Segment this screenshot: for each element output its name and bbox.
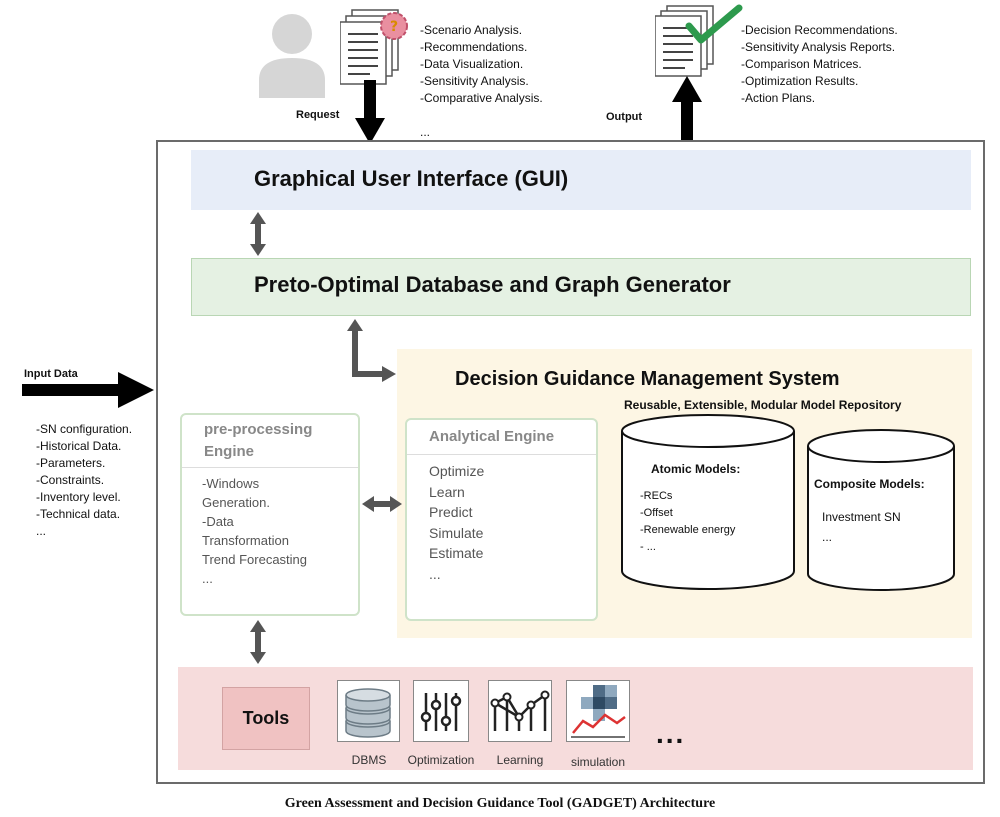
model-repository-title: Reusable, Extensible, Modular Model Repo… [624,398,902,412]
output-arrow [672,76,702,140]
gui-db-connector-arrow [250,212,266,256]
analytical-engine-title: Analytical Engine [407,420,596,455]
tools-more: ... [656,718,686,749]
request-document-icon: ? [340,9,408,85]
dgms-title: Decision Guidance Management System [455,368,840,390]
user-icon [259,14,325,98]
analytical-engine-items: Optimize Learn Predict Simulate Estimate… [429,463,485,582]
engine-tools-connector-arrow [250,620,266,664]
figure-caption: Green Assessment and Decision Guidance T… [284,796,716,811]
tools-label: Tools [222,687,310,750]
composite-models-items: Investment SN ... [822,510,901,544]
preprocessing-analytical-connector-arrow [362,496,402,512]
request-items: -Scenario Analysis. -Recommendations. -D… [420,23,543,139]
gui-layer [191,150,971,210]
input-items: -SN configuration. -Historical Data. -Pa… [36,422,133,538]
tool-label-simulation: simulation [570,755,626,769]
sliders-icon [413,680,469,742]
database-icon [337,680,400,742]
database-title: Preto-Optimal Database and Graph Generat… [254,272,731,297]
input-arrow [22,372,154,408]
composite-models-title: Composite Models: [814,477,925,491]
atomic-models-items: -RECs -Offset -Renewable energy - ... [640,490,736,553]
database-layer [191,258,971,316]
svg-text:?: ? [390,19,398,35]
output-label: Output [606,111,643,123]
preprocessing-engine-title: pre-processing Engine [182,415,358,468]
gui-title: Graphical User Interface (GUI) [254,166,569,191]
request-label: Request [296,109,340,121]
simulation-icon [566,680,630,742]
tool-label-learning: Learning [496,753,544,767]
db-dgms-connector-arrow [347,319,396,382]
tool-label-optimization: Optimization [407,753,475,767]
analytical-engine: Analytical Engine Optimize Learn Predict… [405,418,598,621]
atomic-models-title: Atomic Models: [651,462,741,476]
output-document-icon [655,4,743,77]
input-label: Input Data [24,368,78,380]
preprocessing-engine-items: -Windows Generation. -Data Transformatio… [202,476,308,586]
request-arrow [355,80,385,144]
atomic-models-cylinder [621,414,795,590]
preprocessing-engine: pre-processing Engine -Windows Generatio… [180,413,360,616]
composite-models-cylinder [807,429,955,591]
output-items: -Decision Recommendations. -Sensitivity … [741,23,898,105]
tool-label-dbms: DBMS [351,753,387,767]
neural-network-icon [488,680,552,742]
